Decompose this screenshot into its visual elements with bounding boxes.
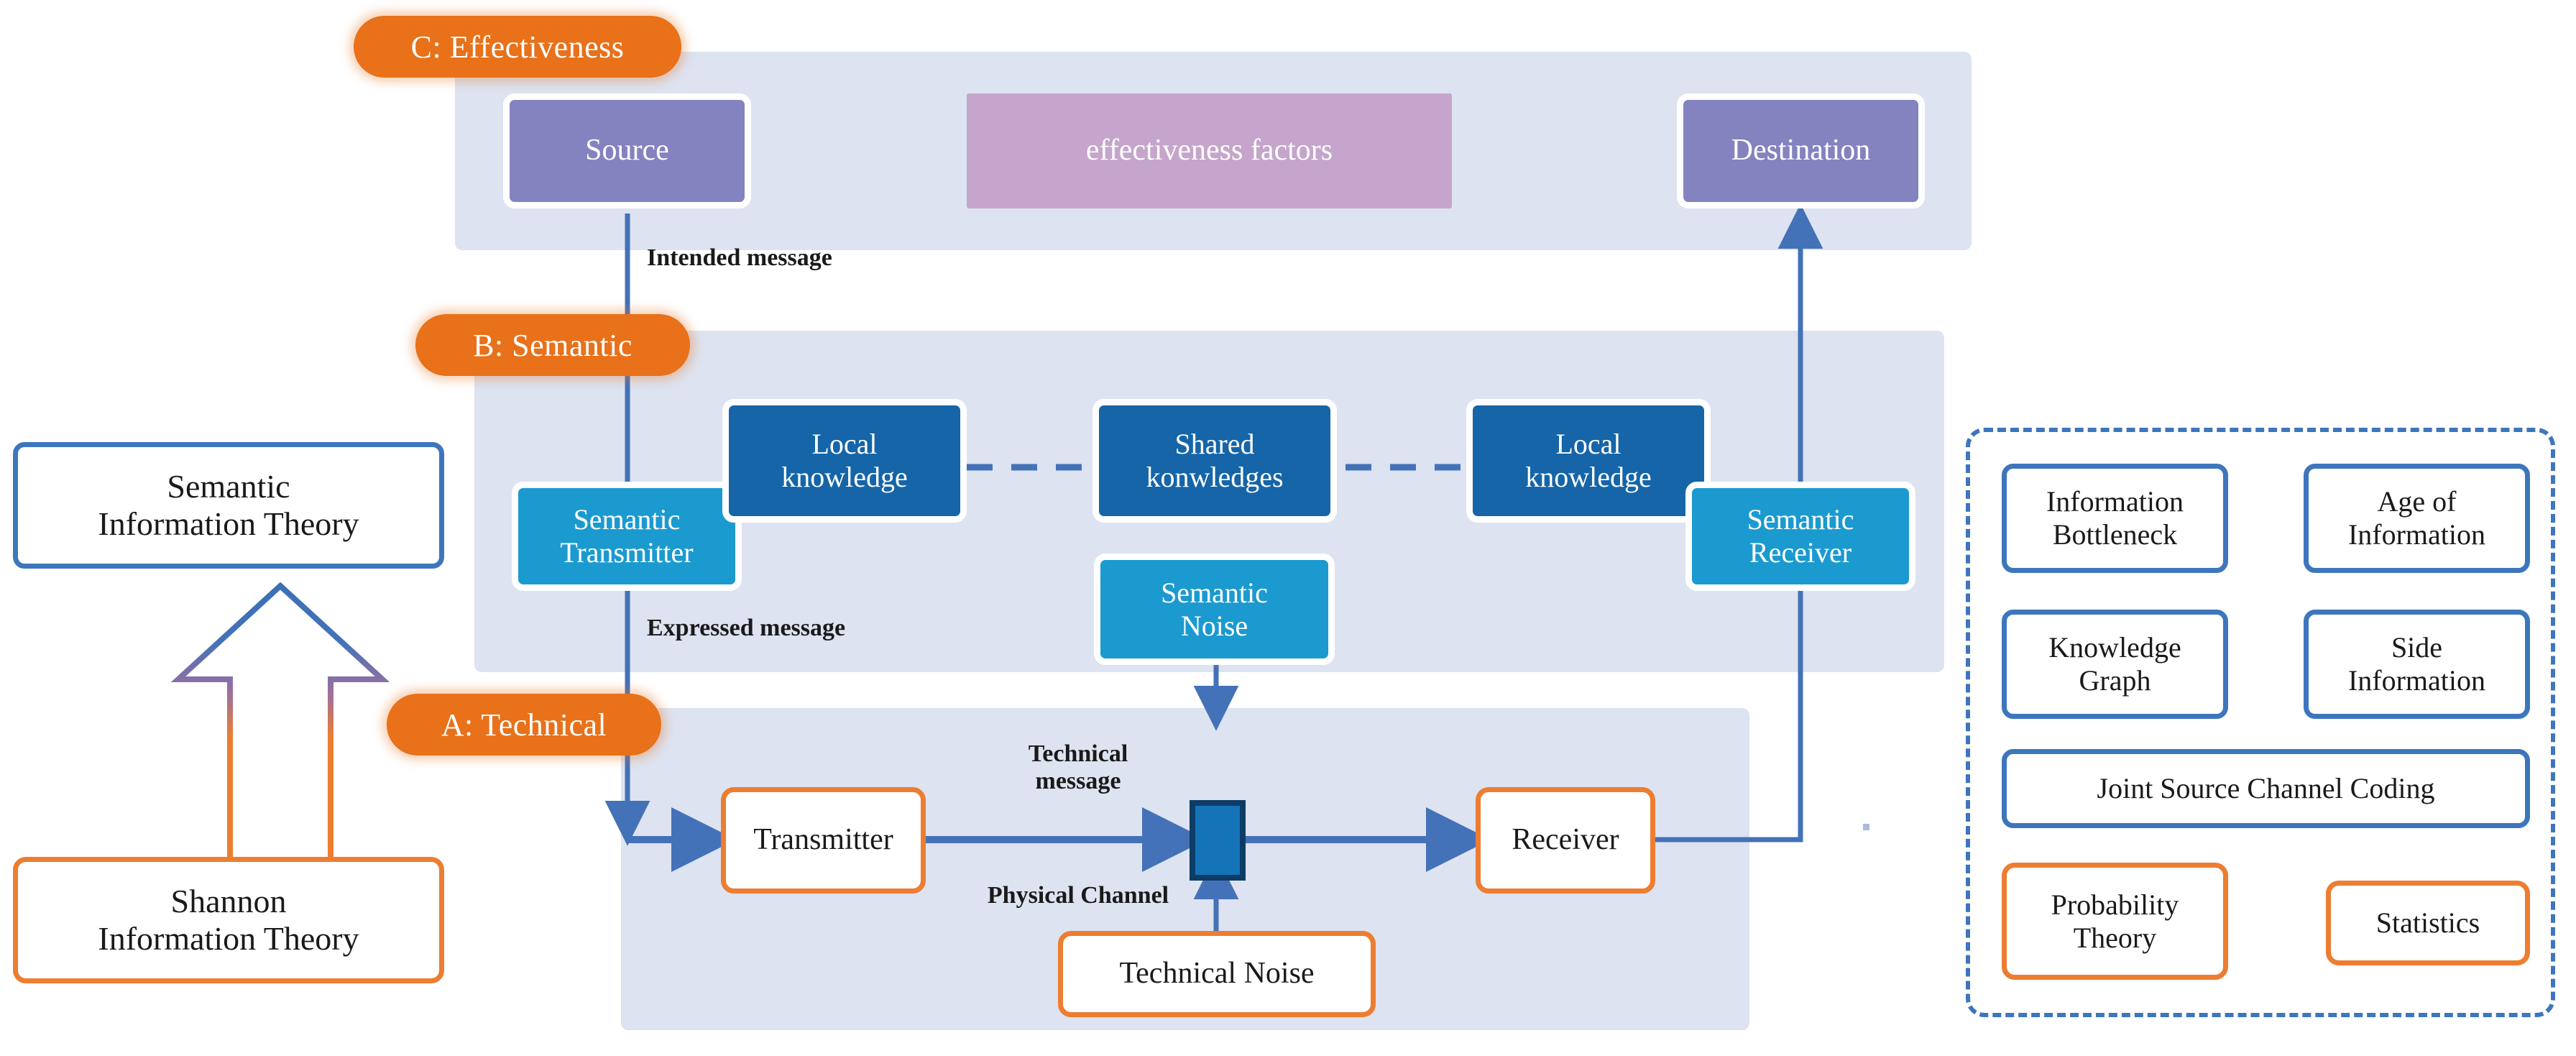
node-shannon-information-theory[interactable]: Shannon Information Theory	[13, 857, 444, 983]
node-destination[interactable]: Destination	[1677, 93, 1925, 208]
node-physical-channel-block[interactable]	[1190, 800, 1246, 881]
node-effectiveness-factors[interactable]: effectiveness factors	[967, 93, 1452, 208]
node-transmitter-label: Transmitter	[753, 823, 893, 857]
node-technical-noise[interactable]: Technical Noise	[1058, 931, 1376, 1017]
toolbox-item-statistics-label: Statistics	[2375, 906, 2480, 940]
pill-layer-A-label: A: Technical	[441, 707, 607, 743]
node-semantic-noise-label: Semantic Noise	[1161, 576, 1268, 642]
toolbox-item-age-of-information-label: Age of Information	[2347, 485, 2486, 551]
node-technical-noise-label: Technical Noise	[1119, 957, 1315, 991]
toolbox-panel	[1966, 428, 2555, 1017]
pill-layer-C-label: C: Effectiveness	[410, 29, 625, 65]
node-shannon-information-theory-label: Shannon Information Theory	[98, 882, 359, 957]
toolbox-item-knowledge-graph-label: Knowledge Graph	[2048, 631, 2181, 697]
toolbox-item-joint-source-channel-coding[interactable]: Joint Source Channel Coding	[2002, 749, 2530, 828]
node-semantic-information-theory[interactable]: Semantic Information Theory	[13, 442, 444, 569]
node-source-label: Source	[585, 134, 669, 167]
node-semantic-receiver-label: Semantic Receiver	[1747, 503, 1854, 569]
annot-intended-message: Intended message	[647, 244, 832, 271]
node-transmitter[interactable]: Transmitter	[721, 787, 926, 894]
pill-layer-B-label: B: Semantic	[473, 327, 632, 363]
node-local-knowledge-left-label: Local knowledge	[781, 428, 908, 493]
annot-technical-message: Technical message	[1028, 740, 1128, 795]
pill-layer-B[interactable]: B: Semantic	[415, 314, 690, 376]
toolbox-item-side-information[interactable]: Side Information	[2304, 610, 2530, 719]
node-local-knowledge-left[interactable]: Local knowledge	[722, 399, 967, 523]
toolbox-item-information-bottleneck-label: Information Bottleneck	[2046, 485, 2184, 551]
upward-gradient-arrow	[170, 582, 390, 866]
stray-dot	[1863, 824, 1869, 830]
node-receiver-label: Receiver	[1512, 823, 1619, 857]
node-receiver[interactable]: Receiver	[1476, 787, 1655, 894]
node-semantic-noise[interactable]: Semantic Noise	[1094, 554, 1335, 665]
toolbox-item-information-bottleneck[interactable]: Information Bottleneck	[2002, 464, 2228, 573]
annot-physical-channel: Physical Channel	[987, 882, 1169, 909]
toolbox-item-age-of-information[interactable]: Age of Information	[2304, 464, 2530, 573]
node-semantic-transmitter[interactable]: Semantic Transmitter	[512, 482, 742, 591]
node-shared-knowledges-label: Shared konwledges	[1146, 428, 1284, 493]
pill-layer-A[interactable]: A: Technical	[387, 694, 661, 756]
node-semantic-information-theory-label: Semantic Information Theory	[98, 467, 359, 542]
node-local-knowledge-right[interactable]: Local knowledge	[1466, 399, 1711, 523]
node-semantic-transmitter-label: Semantic Transmitter	[560, 503, 694, 569]
toolbox-item-side-information-label: Side Information	[2347, 631, 2486, 697]
node-semantic-receiver[interactable]: Semantic Receiver	[1685, 482, 1915, 591]
pill-layer-C[interactable]: C: Effectiveness	[354, 16, 681, 78]
toolbox-item-knowledge-graph[interactable]: Knowledge Graph	[2002, 610, 2228, 719]
toolbox-item-probability-theory[interactable]: Probability Theory	[2002, 863, 2228, 980]
node-local-knowledge-right-label: Local knowledge	[1525, 428, 1652, 493]
node-source[interactable]: Source	[503, 93, 751, 208]
node-destination-label: Destination	[1731, 134, 1871, 167]
node-shared-knowledges[interactable]: Shared konwledges	[1092, 399, 1337, 523]
toolbox-item-probability-theory-label: Probability Theory	[2051, 888, 2179, 954]
annot-expressed-message: Expressed message	[647, 615, 846, 641]
toolbox-item-statistics[interactable]: Statistics	[2326, 881, 2530, 965]
node-effectiveness-factors-label: effectiveness factors	[1085, 134, 1333, 167]
toolbox-item-joint-source-channel-coding-label: Joint Source Channel Coding	[2097, 772, 2435, 805]
